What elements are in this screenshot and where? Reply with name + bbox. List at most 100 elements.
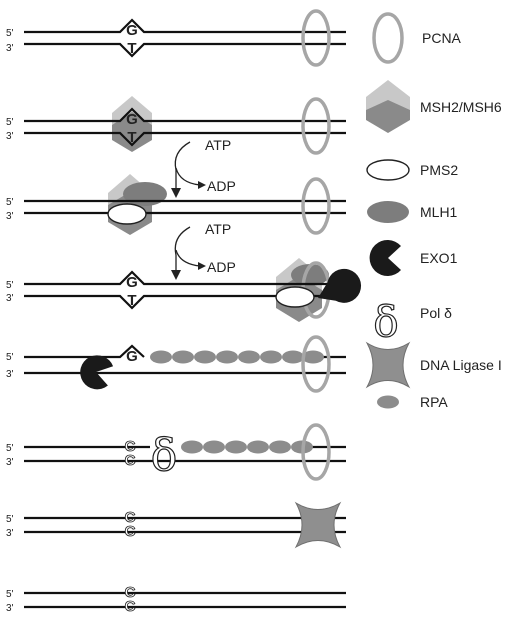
pcna-ring-icon <box>372 12 404 64</box>
five-prime-label: 5' <box>6 28 14 39</box>
legend-label: EXO1 <box>420 250 458 266</box>
rpa-7 <box>282 350 304 364</box>
pms2-ellipse-icon <box>366 159 410 181</box>
stage-1-mismatch: 5' 3' G T <box>6 9 346 67</box>
dna-ligase-i <box>294 501 342 549</box>
rpa-3 <box>194 350 216 364</box>
msh2-msh6-hexagon-icon-lower <box>366 100 410 133</box>
stage-8-repaired: 5' 3' C C <box>6 584 346 615</box>
pcna-ring <box>301 9 331 67</box>
pcna-ring <box>301 177 331 235</box>
pcna-ring <box>301 423 331 481</box>
atp-label: ATP <box>205 221 231 237</box>
bottom-strand <box>24 42 346 58</box>
base-t: T <box>127 129 136 146</box>
stage-6-resynthesis: 5' 3' C C δ <box>6 423 346 482</box>
pcna-ring <box>301 335 331 393</box>
three-prime-label: 3' <box>6 528 14 539</box>
base-g: G <box>126 111 138 128</box>
adp-label: ADP <box>207 178 236 194</box>
rpa-4 <box>216 350 238 364</box>
rpa-chain <box>150 350 324 364</box>
legend-item-exo1: EXO1 <box>369 240 458 277</box>
legend-label: MLH1 <box>420 204 458 220</box>
atp-hydrolysis-arrow-1: ATP ADP <box>171 137 236 198</box>
legend-item-dna-ligase: DNA Ligase I <box>365 341 502 389</box>
rpa-4 <box>247 440 269 454</box>
legend-item-pcna: PCNA <box>372 12 462 64</box>
mlh1 <box>291 264 329 286</box>
top-strand-left <box>24 344 145 359</box>
exo1 <box>80 355 114 390</box>
rpa-3 <box>225 440 247 454</box>
five-prime-label: 5' <box>6 117 14 128</box>
base-t: T <box>127 40 136 57</box>
three-prime-label: 3' <box>6 369 14 380</box>
mlh1 <box>123 182 167 206</box>
five-prime-label: 5' <box>6 443 14 454</box>
pms2 <box>107 203 147 225</box>
atp-hydrolysis-arrow-2: ATP ADP <box>171 221 236 280</box>
msh2-msh6-lower <box>112 112 152 152</box>
rpa-1 <box>181 440 203 454</box>
legend-item-mlh1: MLH1 <box>367 201 458 223</box>
stage-7-ligation: 5' 3' C C <box>6 501 346 549</box>
three-prime-label: 3' <box>6 211 14 222</box>
top-strand <box>24 107 346 123</box>
dna-ligase-star-icon <box>365 341 411 389</box>
legend-item-rpa: RPA <box>377 394 448 410</box>
base-c: C <box>125 598 136 615</box>
adp-label: ADP <box>207 259 236 275</box>
three-prime-label: 3' <box>6 457 14 468</box>
rpa-chain <box>181 440 313 454</box>
rpa-2 <box>203 440 225 454</box>
legend-label: MSH2/MSH6 <box>420 99 502 115</box>
five-prime-label: 5' <box>6 352 14 363</box>
top-strand <box>24 270 346 286</box>
exo1-pacman-icon <box>369 240 401 277</box>
legend-label: DNA Ligase I <box>420 357 502 373</box>
legend-item-pms2: PMS2 <box>366 159 458 181</box>
atp-label: ATP <box>205 137 231 153</box>
pol-delta-icon: δ <box>373 297 398 346</box>
base-c: C <box>125 438 136 455</box>
base-g: G <box>126 22 138 39</box>
pol-delta: δ <box>151 430 178 481</box>
stage-2-msh-binding: 5' 3' G T <box>6 96 346 155</box>
base-g: G <box>126 274 138 291</box>
pcna-ring <box>301 97 331 155</box>
exo1 <box>318 268 362 303</box>
rpa-2 <box>172 350 194 364</box>
five-prime-label: 5' <box>6 589 14 600</box>
rpa-5 <box>269 440 291 454</box>
legend-item-pol-delta: δ Pol δ <box>373 296 452 346</box>
pms2 <box>275 286 315 308</box>
bottom-strand <box>24 294 346 310</box>
three-prime-label: 3' <box>6 131 14 142</box>
rpa-5 <box>238 350 260 364</box>
five-prime-label: 5' <box>6 197 14 208</box>
rpa-6 <box>260 350 282 364</box>
base-g: G <box>126 348 138 365</box>
stage-4-exo1-recruitment: 5' 3' G T <box>6 258 362 322</box>
three-prime-label: 3' <box>6 603 14 614</box>
top-strand <box>24 18 346 34</box>
stage-3-mutl-loading: 5' 3' <box>6 174 346 235</box>
base-c: C <box>125 509 136 526</box>
base-c: C <box>125 523 136 540</box>
bottom-strand <box>24 131 346 147</box>
rpa-1 <box>150 350 172 364</box>
rpa-dot-icon <box>377 395 399 409</box>
base-t: T <box>127 292 136 309</box>
stage-5-excision: 5' 3' G <box>6 335 346 393</box>
legend-label: Pol δ <box>420 305 452 321</box>
three-prime-label: 3' <box>6 43 14 54</box>
five-prime-label: 5' <box>6 514 14 525</box>
base-c: C <box>125 584 136 601</box>
three-prime-label: 3' <box>6 293 14 304</box>
mlh1-ellipse-icon <box>367 201 409 223</box>
legend-label: PCNA <box>422 30 462 46</box>
legend-item-msh2-msh6: MSH2/MSH6 <box>366 80 502 133</box>
legend-label: PMS2 <box>420 162 458 178</box>
